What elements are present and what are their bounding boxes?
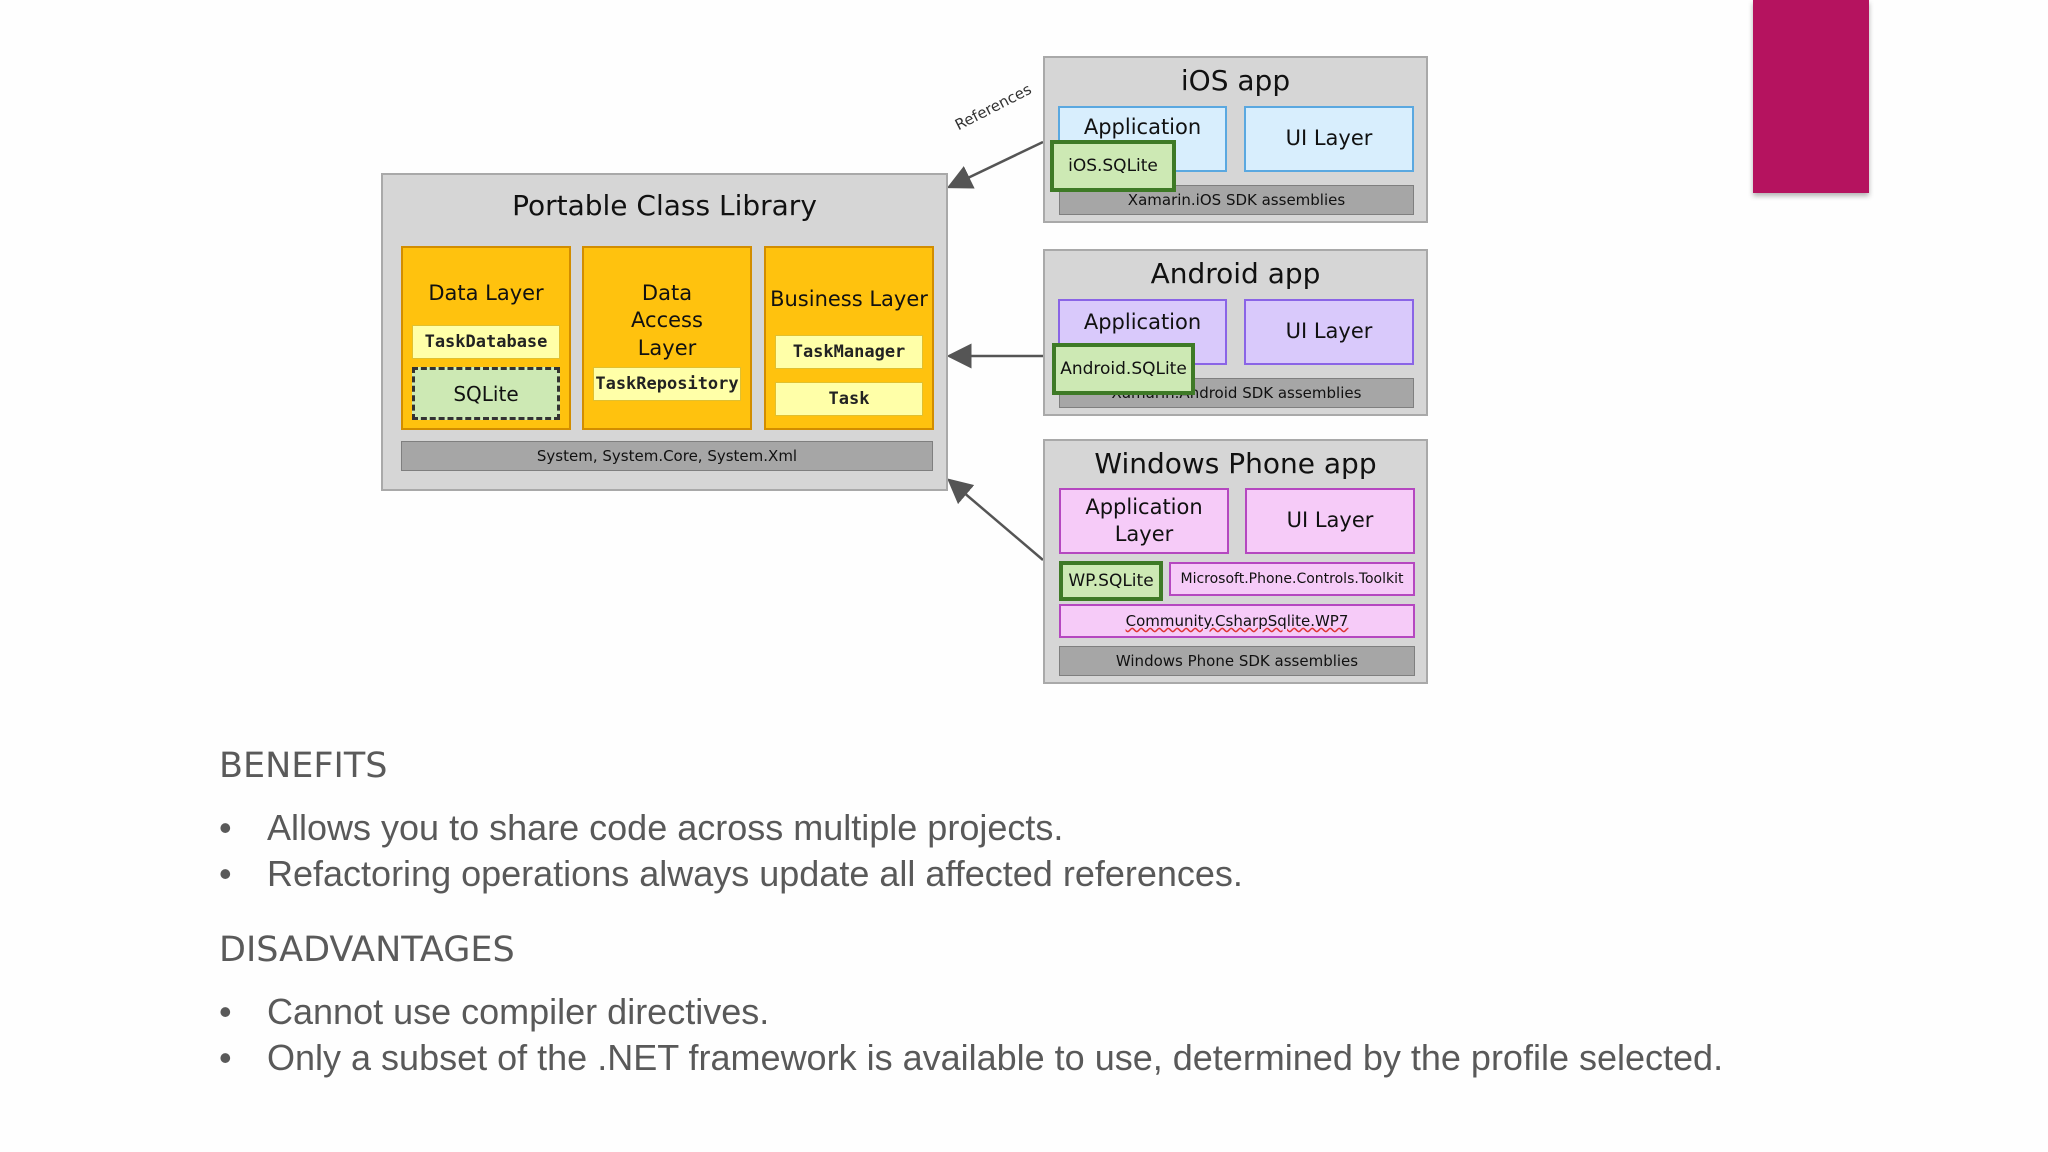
wp-community-csharpsqlite: Community.CsharpSqlite.WP7 [1059,604,1415,638]
taskdatabase-item: TaskDatabase [412,325,560,359]
benefits-section: BENEFITS [219,746,387,786]
wp-app-container: Windows Phone app Application Layer UI L… [1043,439,1428,684]
ios-application-label: Application [1083,115,1202,139]
wp-sqlite: WP.SQLite [1059,561,1163,601]
ios-sqlite: iOS.SQLite [1050,140,1176,192]
ios-ui-layer: UI Layer [1244,106,1414,172]
taskmanager-item: TaskManager [775,335,923,369]
android-app-title: Android app [1150,257,1321,290]
ios-sdk-bar: Xamarin.iOS SDK assemblies [1059,185,1414,215]
benefit-text: Refactoring operations always update all… [267,853,1243,894]
ios-app-container: iOS app Application UI Layer Xamarin.iOS… [1043,56,1428,223]
android-application-label: Application [1083,310,1202,334]
bullet-icon: • [219,991,232,1032]
data-access-layer-title: Data Access Layer [631,281,703,360]
benefit-text: Allows you to share code across multiple… [267,807,1064,848]
bullet-icon: • [219,807,232,848]
data-layer-title: Data Layer [428,281,544,305]
ios-reference-arrow [946,140,1044,189]
data-layer: Data Layer TaskDatabase SQLite [401,246,571,430]
bullet-icon: • [219,853,232,894]
pcl-footer: System, System.Core, System.Xml [401,441,933,471]
disadvantage-text: Cannot use compiler directives. [267,991,770,1032]
list-item: • Only a subset of the .NET framework is… [219,1035,1723,1081]
task-item: Task [775,382,923,416]
disadvantages-list: • Cannot use compiler directives. • Only… [219,989,1723,1081]
android-app-container: Android app Application UI Layer Xamarin… [1043,249,1428,416]
wp-ui-layer: UI Layer [1245,488,1415,554]
wp-sdk-bar: Windows Phone SDK assemblies [1059,646,1415,676]
data-access-layer: Data Access Layer TaskRepository [582,246,752,430]
business-layer-title: Business Layer [770,287,928,311]
business-layer: Business Layer TaskManager Task [764,246,934,430]
list-item: • Allows you to share code across multip… [219,805,1243,851]
wp-application-layer: Application Layer [1059,488,1229,554]
list-item: • Cannot use compiler directives. [219,989,1723,1035]
benefits-heading: BENEFITS [219,746,388,786]
pcl-container: Portable Class Library Data Layer TaskDa… [381,173,948,491]
taskrepository-item: TaskRepository [593,367,741,401]
android-sqlite: Android.SQLite [1052,343,1195,395]
wp-app-title: Windows Phone app [1094,447,1377,480]
ios-app-title: iOS app [1180,64,1291,97]
architecture-diagram: References Portable Class Library Data L… [381,56,1428,684]
android-ui-layer: UI Layer [1244,299,1414,365]
list-item: • Refactoring operations always update a… [219,851,1243,897]
pcl-title: Portable Class Library [512,189,817,222]
disadvantages-heading: DISADVANTAGES [219,930,515,970]
bullet-icon: • [219,1037,232,1078]
wp-reference-arrow [947,478,1044,561]
disadvantage-text: Only a subset of the .NET framework is a… [267,1037,1724,1078]
wp-toolkit: Microsoft.Phone.Controls.Toolkit [1169,562,1415,596]
benefits-list: • Allows you to share code across multip… [219,805,1243,897]
disadvantages-section: DISADVANTAGES [219,930,515,970]
sqlite-item: SQLite [412,367,560,420]
arrows [946,140,1044,561]
accent-bar [1753,0,1869,193]
